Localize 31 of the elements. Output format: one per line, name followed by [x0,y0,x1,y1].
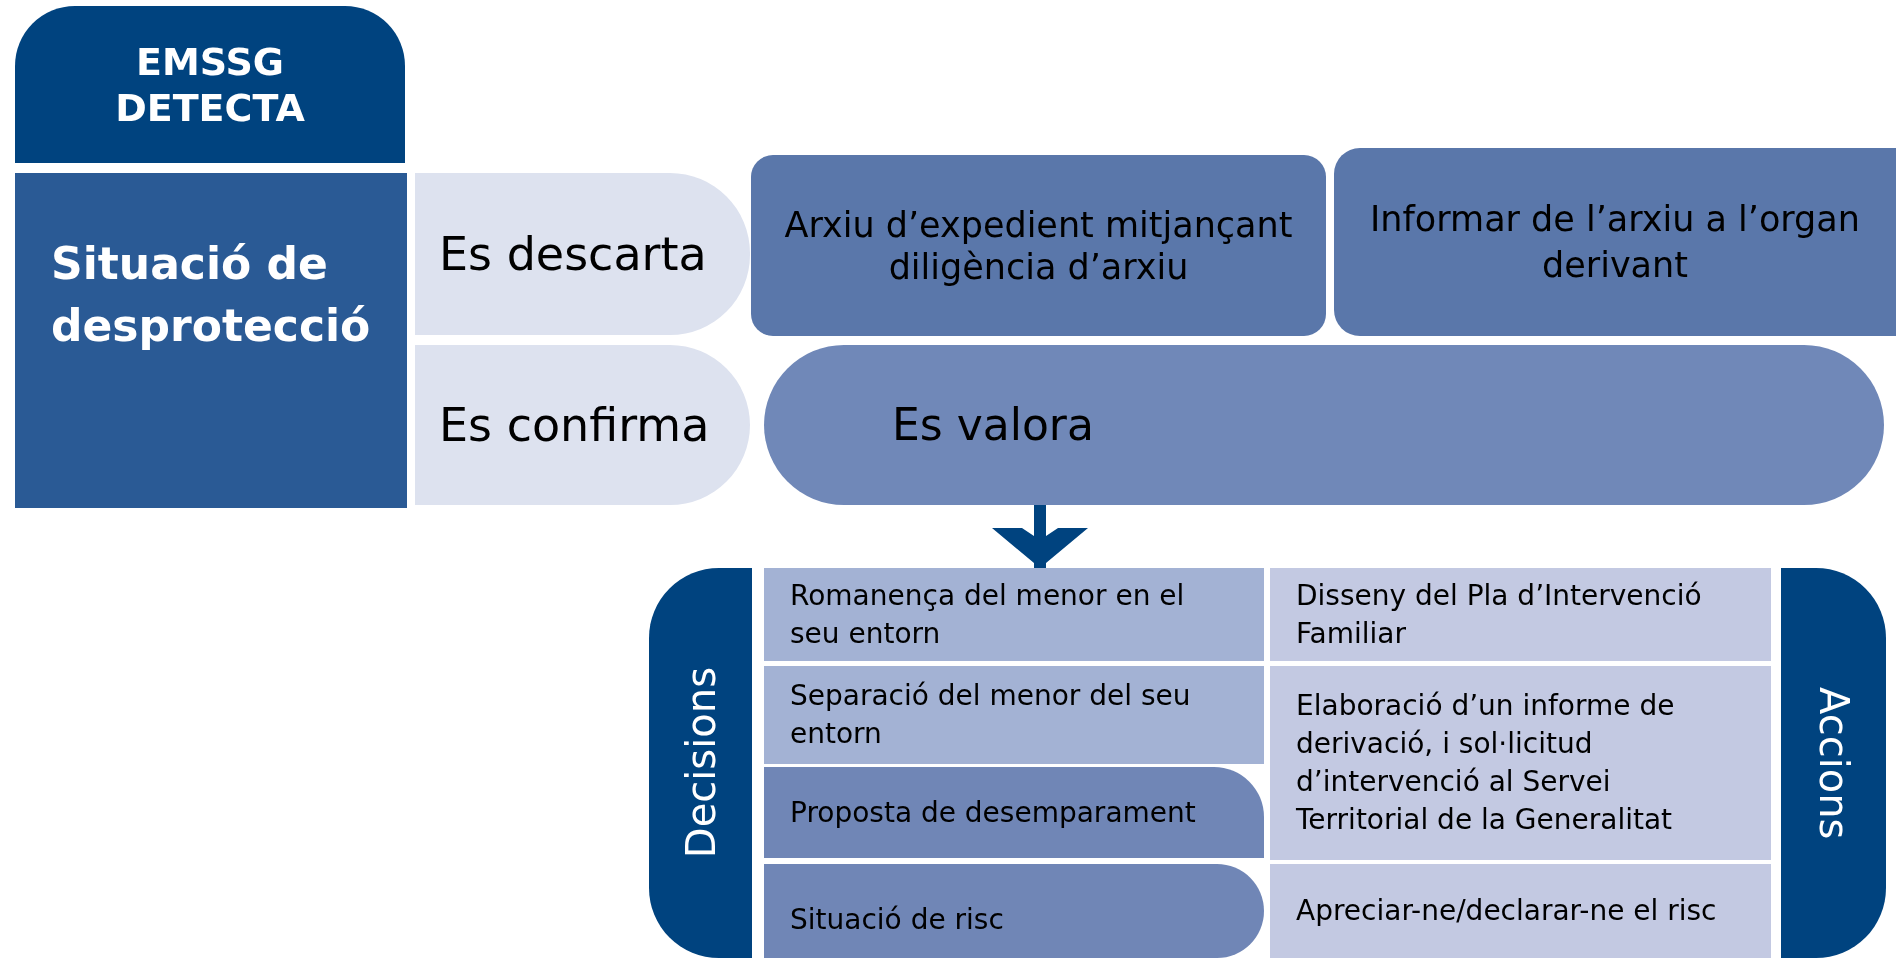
node-text: Apreciar-ne/declarar-ne el risc [1296,893,1717,929]
node-text: Separació del menor del seu entorn [790,678,1192,752]
node-text: Es valora [892,398,1094,452]
decision-cell [764,767,1264,858]
decision-cell [764,568,1264,661]
node-text: Informar de l’arxiu a l’organ derivant [1369,198,1861,287]
action-cell [1270,864,1771,958]
outcome-box [415,173,750,335]
node-text: Es confirma [439,396,710,454]
node-text: Romanença del menor en el seu entorn [790,577,1186,652]
decisions-band [649,568,752,958]
node-text: Decisions [676,667,725,859]
action-cell [1270,666,1771,860]
node-text: Proposta de desemparament [790,794,1196,831]
node-text: Accions [1809,686,1858,840]
outcome-box [415,345,750,505]
process-box [1334,148,1896,336]
node-text: Arxiu d’expedient mitjançant diligència d’arxiu [783,203,1294,288]
situation-box [15,173,407,508]
header-tab [15,6,405,163]
actions-band [1781,568,1886,958]
node-text: Situació de risc [790,902,1004,938]
node-text: Situació de desprotecció [51,237,372,353]
node-text: Elaboració d’un informe de derivació, i sol·licitud d’intervenció al Servei Territorial de la Generalitat [1296,688,1676,838]
node-text: EMSSG DETECTA [114,38,306,131]
decision-cell [764,666,1264,764]
node-text: Es descarta [439,225,707,283]
node-text: Disseny del Pla d’Intervenció Familiar [1296,577,1703,652]
action-cell [1270,568,1771,661]
decision-cell [764,864,1264,958]
process-box [751,155,1326,336]
